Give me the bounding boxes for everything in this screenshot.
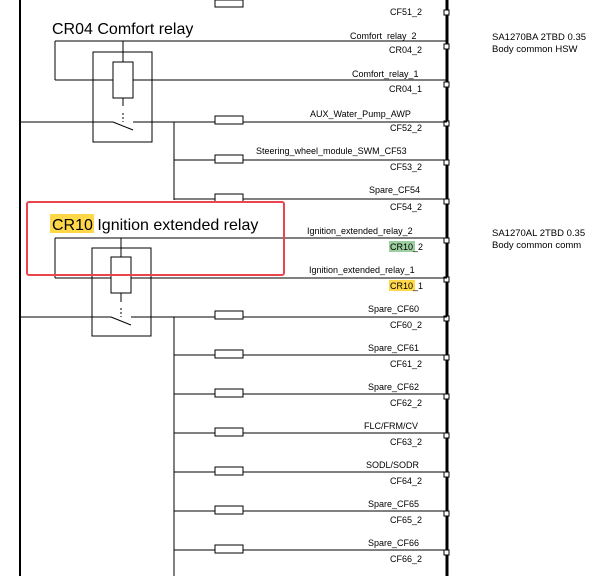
- fuse-branches-cr10: Spare_CF60 CF60_2 Spare_CF61 CF61_2 Spar…: [173, 304, 447, 576]
- svg-text:FLC/FRM/CV: FLC/FRM/CV: [364, 421, 418, 431]
- svg-text:CR04_2: CR04_2: [389, 45, 422, 55]
- svg-text:Spare_CF66: Spare_CF66: [368, 538, 419, 548]
- svg-text:CF62_2: CF62_2: [390, 398, 422, 408]
- svg-text:AUX_Water_Pump_AWP: AUX_Water_Pump_AWP: [310, 109, 411, 119]
- svg-text:Spare_CF62: Spare_CF62: [368, 382, 419, 392]
- svg-text:SODL/SODR: SODL/SODR: [366, 460, 420, 470]
- svg-text:Ignition_extended_relay_2: Ignition_extended_relay_2: [307, 226, 413, 236]
- svg-text:CF54_2: CF54_2: [390, 202, 422, 212]
- svg-text:Spare_CF60: Spare_CF60: [368, 304, 419, 314]
- svg-text:CR10_2: CR10_2: [390, 242, 423, 252]
- relay-cr04: CR04 Comfort relay Comfort_relay_2 CR04_…: [20, 21, 586, 143]
- svg-text:CR04_1: CR04_1: [389, 84, 422, 94]
- svg-text:CF66_2: CF66_2: [390, 554, 422, 564]
- svg-text:Spare_CF61: Spare_CF61: [368, 343, 419, 353]
- svg-text:Comfort_relay_2: Comfort_relay_2: [350, 31, 417, 41]
- svg-text:CF60_2: CF60_2: [390, 320, 422, 330]
- wire-spec: Body common HSW: [492, 44, 578, 55]
- fuse-cf51: CF51_2: [214, 0, 422, 17]
- svg-text:CF61_2: CF61_2: [390, 359, 422, 369]
- svg-text:CF63_2: CF63_2: [390, 437, 422, 447]
- relay-cr10: CR10 Ignition extended relay Ignition_ex…: [20, 214, 585, 337]
- fuse-branches-cr04: AUX_Water_Pump_AWP CF52_2 Steering_wheel…: [173, 109, 447, 212]
- wire-spec: SA1270BA 2TBD 0.35: [492, 32, 586, 43]
- fuse-pin-label: CF51_2: [390, 7, 422, 17]
- relay-title: CR10 Ignition extended relay: [52, 217, 258, 234]
- svg-text:Spare_CF54: Spare_CF54: [369, 185, 420, 195]
- svg-text:CF53_2: CF53_2: [390, 162, 422, 172]
- connector-bus: [19, 0, 450, 576]
- wire-spec: SA1270AL 2TBD 0.35: [492, 228, 585, 239]
- svg-text:CF65_2: CF65_2: [390, 515, 422, 525]
- relay-title: CR04 Comfort relay: [52, 21, 193, 38]
- svg-text:Spare_CF65: Spare_CF65: [368, 499, 419, 509]
- svg-text:CR10_1: CR10_1: [390, 281, 423, 291]
- wire-spec: Body common comm: [492, 240, 581, 251]
- svg-text:Comfort_relay_1: Comfort_relay_1: [352, 69, 419, 79]
- svg-text:Steering_wheel_module_SWM_CF53: Steering_wheel_module_SWM_CF53: [256, 146, 407, 156]
- svg-text:CF52_2: CF52_2: [390, 123, 422, 133]
- svg-text:CF64_2: CF64_2: [390, 476, 422, 486]
- selection-box[interactable]: [26, 201, 285, 276]
- svg-text:Ignition_extended_relay_1: Ignition_extended_relay_1: [309, 265, 415, 275]
